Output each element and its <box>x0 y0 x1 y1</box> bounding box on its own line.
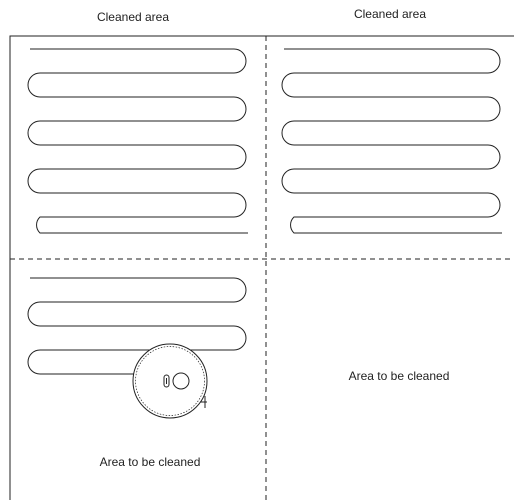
label-cleaned-area-top-right: Cleaned area <box>353 7 427 21</box>
robot-vacuum-icon <box>132 343 208 419</box>
cleaning-path-bottom-left <box>27 277 247 375</box>
room-boundary <box>9 35 514 500</box>
label-cleaned-area-top-left: Cleaned area <box>96 10 170 24</box>
label-area-to-be-cleaned-right: Area to be cleaned <box>348 369 450 383</box>
cleaning-path-top-left <box>27 48 248 234</box>
cleaning-path-top-right <box>281 48 502 234</box>
label-area-to-be-cleaned-left: Area to be cleaned <box>99 455 201 469</box>
